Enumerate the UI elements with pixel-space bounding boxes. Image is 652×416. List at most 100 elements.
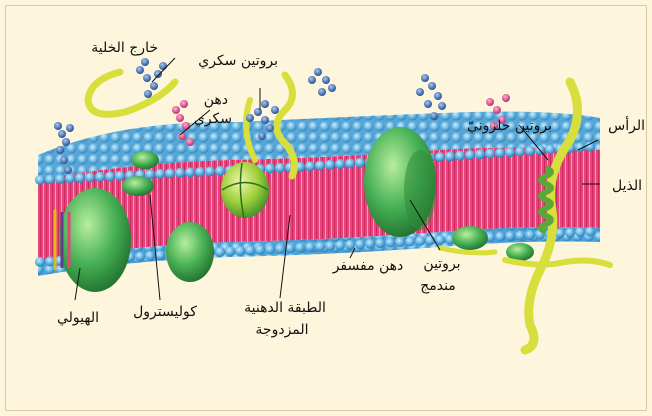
phospholipid-head — [105, 171, 115, 181]
phospholipid-head — [355, 239, 365, 249]
phospholipid-head — [475, 149, 485, 159]
sugar-bead — [328, 84, 336, 92]
phospholipid-head — [395, 237, 405, 247]
globular-protein — [221, 162, 269, 218]
sugar-bead — [56, 146, 64, 154]
label-head: الرأس — [608, 116, 645, 134]
phospholipid-head — [525, 230, 535, 240]
phospholipid-head — [305, 161, 315, 171]
phospholipid-head — [345, 158, 355, 168]
phospholipid-head — [365, 239, 375, 249]
sugar-bead — [144, 90, 152, 98]
phospholipid-head — [545, 144, 555, 154]
phospholipid-head — [485, 149, 495, 159]
phospholipid-head — [205, 166, 215, 176]
phospholipid-head — [265, 244, 275, 254]
phospholipid-head — [385, 238, 395, 248]
sugar-bead — [254, 108, 262, 116]
phospholipid-head — [315, 161, 325, 171]
phospholipid-head — [45, 174, 55, 184]
sugar-bead — [66, 124, 74, 132]
phospholipid-head — [185, 167, 195, 177]
sugar-bead — [258, 132, 266, 140]
phospholipid-head — [455, 151, 465, 161]
phospholipid-head — [495, 148, 505, 158]
phospholipid-head — [145, 251, 155, 261]
label-integral-protein-2: مندمج — [420, 278, 456, 294]
sugar-bead — [314, 68, 322, 76]
sugar-bead — [54, 122, 62, 130]
sugar-bead — [434, 92, 442, 100]
sugar-bead — [58, 130, 66, 138]
phospholipid-head — [265, 163, 275, 173]
sugar-bead — [186, 138, 194, 146]
label-lipid-bilayer-1: الطبقة الدهنية — [244, 300, 326, 316]
phospholipid-head — [235, 246, 245, 256]
phospholipid-head — [85, 172, 95, 182]
label-cholesterol: كوليسترول — [133, 304, 197, 320]
phospholipid-head — [275, 244, 285, 254]
phospholipid-head — [415, 236, 425, 246]
phospholipid-head — [65, 173, 75, 183]
sugar-bead — [60, 156, 68, 164]
sugar-bead — [150, 82, 158, 90]
sugar-bead — [64, 166, 72, 174]
phospholipid-head — [465, 150, 475, 160]
sugar-bead — [308, 76, 316, 84]
label-helical-protein: بروتين حلزونيّ — [467, 118, 552, 134]
label-glycolipid-1: دهن — [204, 92, 228, 108]
sugar-bead — [421, 74, 429, 82]
phospholipid-head — [35, 257, 45, 267]
phospholipid-head — [325, 241, 335, 251]
cholesterol-protein — [166, 222, 214, 282]
sugar-bead — [172, 106, 180, 114]
sugar-bead — [416, 88, 424, 96]
phospholipid-head — [525, 146, 535, 156]
sugar-bead — [154, 70, 162, 78]
label-glycolipid-2: سكري — [194, 111, 232, 127]
phospholipid-head — [245, 245, 255, 255]
label-cytoplasm: الهيولي — [57, 310, 99, 326]
label-glycoprotein: بروتين سكري — [198, 53, 278, 69]
phospholipid-head — [215, 247, 225, 257]
sugar-bead — [428, 82, 436, 90]
phospholipid-head — [505, 231, 515, 241]
phospholipid-head — [315, 241, 325, 251]
phospholipid-head — [195, 167, 205, 177]
phospholipid-head — [295, 243, 305, 253]
sugar-bead — [438, 102, 446, 110]
sugar-bead — [136, 66, 144, 74]
phospholipid-head — [225, 246, 235, 256]
phospholipid-head — [355, 158, 365, 168]
sugar-bead — [141, 58, 149, 66]
phospholipid-head — [165, 168, 175, 178]
phospholipid-head — [305, 242, 315, 252]
phospholipid-head — [445, 151, 455, 161]
label-phospholipid: دهن مفسفر — [332, 258, 404, 274]
phospholipid-head — [575, 227, 585, 237]
sugar-bead — [502, 94, 510, 102]
label-tail: الذيل — [612, 178, 642, 194]
phospholipid-head — [95, 172, 105, 182]
phospholipid-head — [515, 230, 525, 240]
label-outside-cell: خارج الخلية — [91, 40, 158, 56]
phospholipid-head — [275, 163, 285, 173]
phospholipid-head — [585, 227, 595, 237]
glycoprotein-chain-left — [88, 72, 175, 114]
sugar-bead — [486, 98, 494, 106]
integral-protein — [364, 127, 436, 237]
phospholipid-head — [405, 237, 415, 247]
sugar-bead — [266, 124, 274, 132]
phospholipid-head — [325, 160, 335, 170]
phospholipid-head — [435, 152, 445, 162]
phospholipid-head — [335, 159, 345, 169]
phospholipid-head — [75, 173, 85, 183]
phospholipid-head — [55, 174, 65, 184]
phospholipid-head — [495, 232, 505, 242]
phospholipid-head — [255, 245, 265, 255]
phospholipid-head — [345, 240, 355, 250]
phospholipid-head — [515, 147, 525, 157]
sugar-bead — [271, 106, 279, 114]
